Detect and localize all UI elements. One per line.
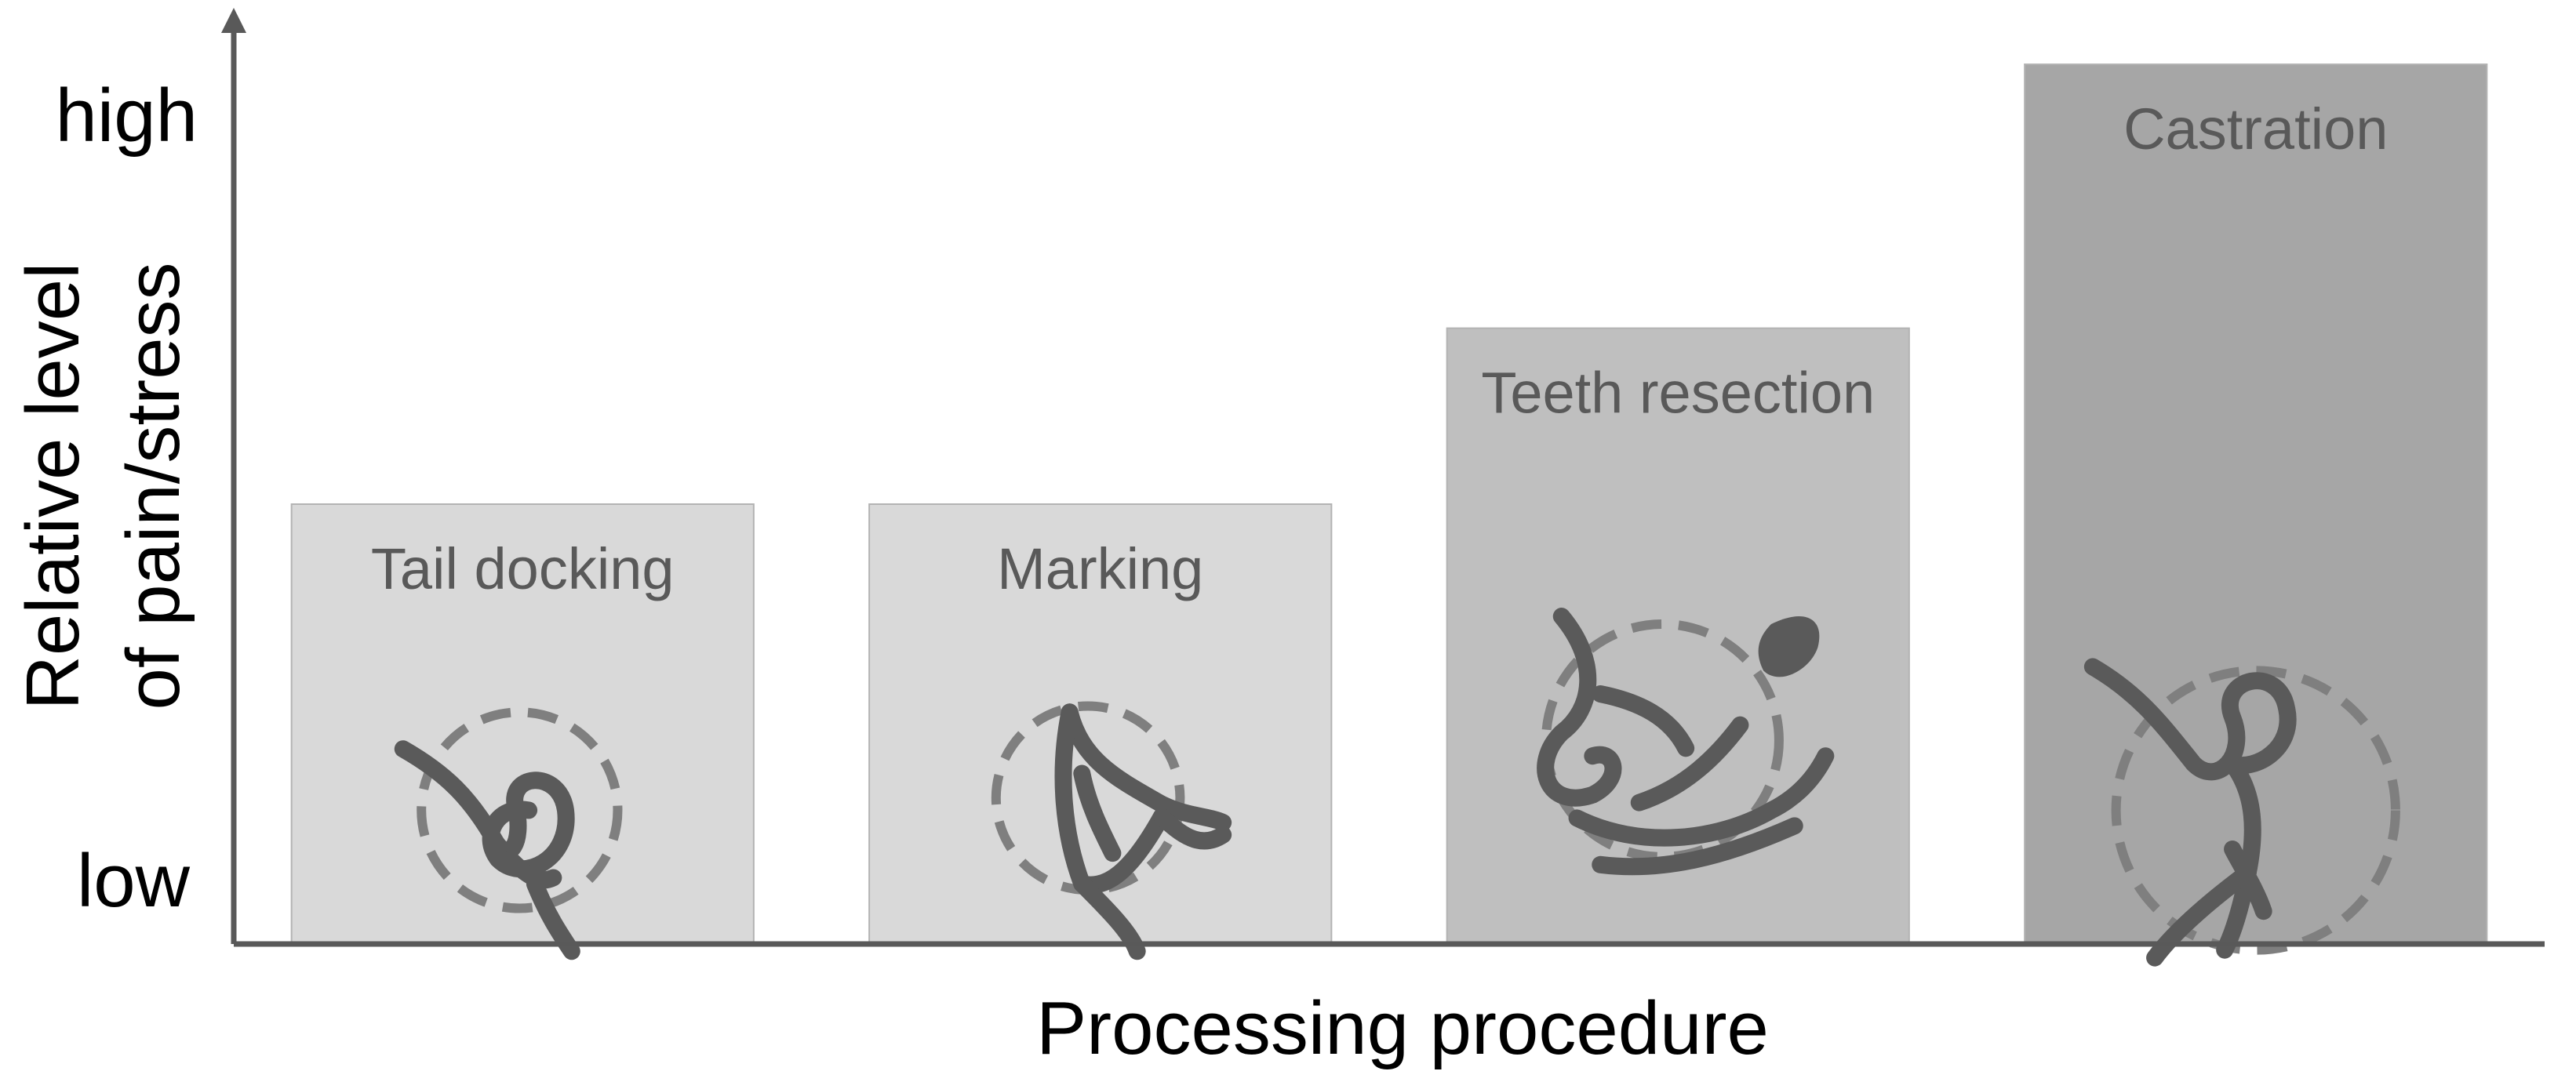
sketch-blob [1758,616,1820,677]
bar-teeth-resection [1446,327,1910,946]
y-axis-title: Relative level of pain/stress [11,263,195,710]
y-tick-label-low: low [77,839,191,923]
sketch-stroke [2224,841,2272,920]
dashed-circle-icon [2111,666,2400,955]
sketch-stroke [1592,685,1695,757]
x-axis-title: Processing procedure [1036,986,1769,1070]
sketch-stroke [394,740,575,878]
castration-sketch-icon [2083,658,2400,967]
bar-label-teeth-resection: Teeth resection [1481,361,1875,426]
dashed-circle-icon [1541,619,1784,862]
sketch-stroke [1537,608,1622,807]
sketch-stroke [1592,817,1803,876]
sketch-stroke [1630,716,1749,812]
y-axis-title-line-1: Relative level [11,263,95,710]
bar-label-castration: Castration [2123,96,2388,162]
icons-group [394,608,2400,967]
sketch-stroke [1073,764,1122,862]
bar-marking [868,503,1333,945]
teeth-resection-sketch-icon [1537,608,1835,876]
dashed-circle-icon [417,707,623,913]
sketch-stroke [1061,703,1232,832]
sketch-stroke [2083,658,2297,781]
y-axis-title-line-2: of pain/stress [111,263,195,710]
bar-label-marking: Marking [997,536,1203,601]
y-axis-arrowhead [221,8,246,33]
bar-labels-group: Tail docking Marking Teeth resection Castra… [371,96,2388,601]
sketch-stroke [1568,747,1835,847]
sketch-stroke [2146,863,2257,967]
y-tick-label-high: high [56,74,198,158]
bar-label-tail-docking: Tail docking [371,536,675,601]
